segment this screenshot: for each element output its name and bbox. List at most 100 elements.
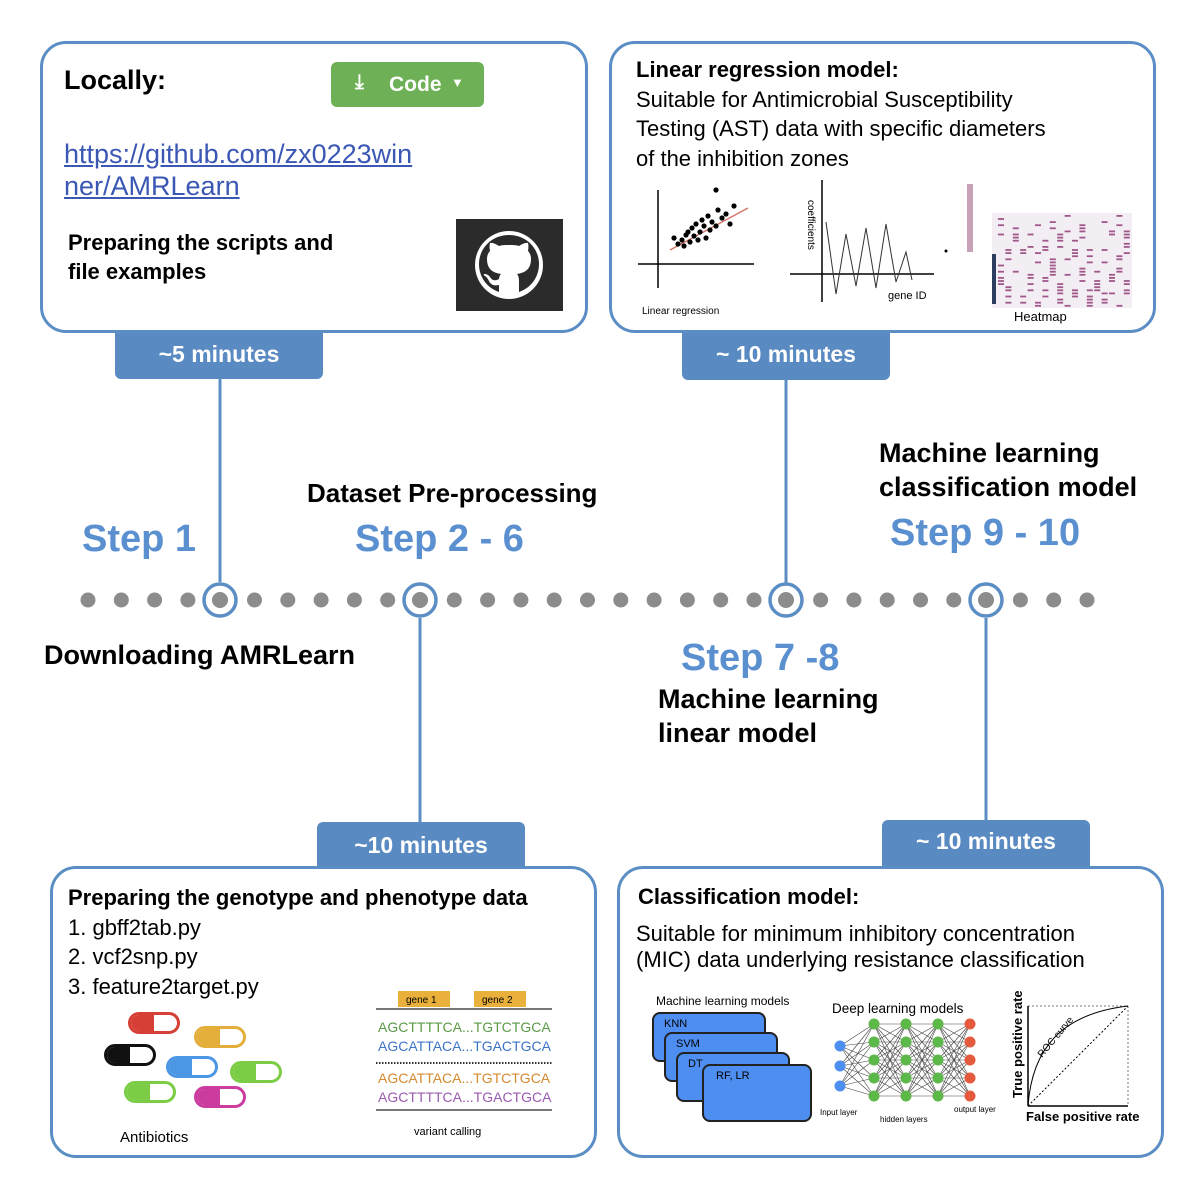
heatmap-cell xyxy=(1064,258,1071,261)
heatmap-cell xyxy=(1123,242,1130,245)
nn-node xyxy=(834,1040,846,1052)
sequence-2: AGCATTACA...TGACTGCA xyxy=(378,1038,552,1054)
heatmap-cell xyxy=(998,270,1004,273)
data-prep-title: Preparing the genotype and phenotype dat… xyxy=(68,885,528,910)
heatmap-cell xyxy=(1042,280,1049,282)
heatmap-cell xyxy=(1079,230,1086,233)
step7-time-tab: ~ 10 minutes xyxy=(682,333,890,380)
roc-x-label: False positive rate xyxy=(1026,1109,1139,1124)
heatmap-cell xyxy=(1005,295,1012,298)
heatmap-cell xyxy=(1086,255,1093,258)
heatmap-cell xyxy=(1035,261,1041,264)
heatmap-cell xyxy=(1027,246,1034,248)
scatter-point xyxy=(675,241,681,247)
heatmap-cell xyxy=(1049,267,1056,270)
github-logo-icon xyxy=(456,219,563,311)
heatmap-cell xyxy=(998,264,1004,267)
heatmap-cell xyxy=(1101,298,1108,301)
heatmap-cell xyxy=(1079,224,1086,227)
linear-model-line2: Testing (AST) data with specific diamete… xyxy=(636,116,1046,141)
heatmap-cell xyxy=(1035,304,1041,307)
heatmap-cell xyxy=(1049,261,1056,264)
scatter-point xyxy=(701,223,707,229)
code-button[interactable]: ⤓ Code ▼ xyxy=(331,62,484,107)
heatmap-cell xyxy=(1057,283,1064,285)
classification-line1: Suitable for minimum inhibitory concentr… xyxy=(636,921,1075,946)
heatmap-cell xyxy=(1116,258,1123,261)
heatmap-cell xyxy=(1109,233,1115,236)
heatmap-cell xyxy=(1042,239,1049,242)
code-button-label: Code xyxy=(389,73,442,96)
scatter-point xyxy=(713,223,719,229)
timeline-dot xyxy=(879,592,895,608)
classification-line2: (MIC) data underlying resistance classif… xyxy=(636,947,1085,972)
heatmap-cell xyxy=(1049,264,1056,267)
step9-description-line1: Machine learning xyxy=(879,438,1100,468)
timeline-dot xyxy=(480,592,496,608)
nn-node xyxy=(900,1090,912,1102)
pill-icon xyxy=(104,1044,156,1066)
nn-node xyxy=(964,1036,976,1048)
nn-node xyxy=(964,1018,976,1030)
step1-description: Downloading AMRLearn xyxy=(44,640,355,670)
heatmap-cell xyxy=(1086,304,1093,307)
heatmap-cell xyxy=(1049,270,1056,273)
scatter-point xyxy=(679,237,685,243)
heatmap-cell xyxy=(998,283,1004,285)
heatmap-cell xyxy=(1094,270,1101,273)
roc-y-label: True positive rate xyxy=(1010,990,1025,1098)
ml-model-knn: KNN xyxy=(664,1018,688,1030)
pill-icon xyxy=(230,1061,282,1083)
heatmap-cell xyxy=(1057,239,1064,242)
step9-label: Step 9 - 10 xyxy=(890,512,1081,554)
gene2-label: gene 2 xyxy=(482,995,513,1006)
heatmap-cell xyxy=(1064,230,1071,233)
heatmap-cell xyxy=(1005,249,1012,251)
heatmap-cell xyxy=(1035,252,1041,254)
heatmap-cell xyxy=(1123,230,1130,233)
heatmap-cell xyxy=(1101,221,1108,223)
output-layer-label: output layer xyxy=(954,1105,996,1114)
heatmap-cell xyxy=(1101,301,1108,304)
heatmap-cell xyxy=(1109,230,1115,233)
nn-node xyxy=(900,1018,912,1030)
heatmap-cell xyxy=(1042,246,1049,248)
step7-label: Step 7 -8 xyxy=(681,637,840,679)
nn-node xyxy=(932,1054,944,1066)
heatmap-cell xyxy=(1027,289,1034,292)
heatmap-cell xyxy=(1012,236,1019,239)
heatmap-cell xyxy=(1057,236,1064,239)
step9-time-tab: ~ 10 minutes xyxy=(882,820,1090,866)
step2-description: Dataset Pre-processing xyxy=(307,478,598,508)
scatter-point xyxy=(685,229,691,235)
timeline-dot xyxy=(679,592,695,608)
heatmap-cell xyxy=(1072,239,1078,242)
scatter-point xyxy=(715,207,721,213)
step7-description-line1: Machine learning xyxy=(658,684,879,714)
ml-model-rf-lr: RF, LR xyxy=(716,1070,750,1082)
heatmap-cell xyxy=(1020,295,1027,298)
heatmap-cell xyxy=(1123,236,1130,239)
heatmap-cell xyxy=(1094,280,1101,282)
nn-node xyxy=(868,1072,880,1084)
step9-description: Machine learning classification model xyxy=(879,436,1137,504)
timeline-dot xyxy=(380,592,396,608)
timeline-dot xyxy=(147,592,163,608)
variant-calling-figure: gene 1 gene 2 AGCTTTTCA...TGTCTGCA AGCAT… xyxy=(376,991,552,1138)
heatmap-cell xyxy=(1123,292,1130,295)
heatmap-cell xyxy=(1116,215,1123,217)
variant-calling-caption: variant calling xyxy=(414,1126,481,1138)
step2-label: Step 2 - 6 xyxy=(355,518,524,560)
gene1-label: gene 1 xyxy=(406,995,437,1006)
linear-model-line1: Suitable for Antimicrobial Susceptibilit… xyxy=(636,86,1013,112)
lr-caption: Linear regression xyxy=(642,306,719,317)
heatmap-cell xyxy=(1086,295,1093,298)
scatter-point xyxy=(719,215,725,221)
heatmap-cell xyxy=(1116,304,1123,307)
heatmap-cell xyxy=(1027,233,1034,236)
heatmap-cell xyxy=(1123,283,1130,285)
nn-node xyxy=(932,1090,944,1102)
scatter-point xyxy=(705,213,711,219)
coefficients-plot: coefficients gene ID xyxy=(790,180,948,302)
github-link[interactable]: https://github.com/zx0223win ner/AMRLear… xyxy=(64,138,412,202)
